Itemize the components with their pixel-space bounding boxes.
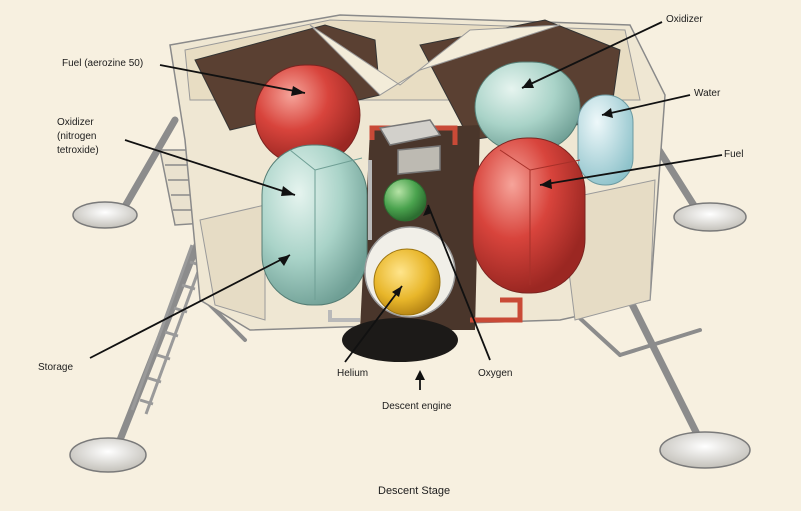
label-oxidizer-nitrogen-2: (nitrogen [57,131,96,143]
label-descent-engine: Descent engine [382,401,452,413]
oxidizer-tank-nitrogen [262,145,367,305]
fuel-tank-right [473,138,585,293]
label-helium: Helium [337,368,368,380]
label-oxidizer-nitrogen-3: tetroxide) [57,145,99,157]
label-storage: Storage [38,362,73,374]
descent-engine [342,318,458,362]
figure-caption: Descent Stage [378,485,450,497]
label-fuel-aerozine: Fuel (aerozine 50) [62,58,143,70]
label-oxidizer-nitrogen-1: Oxidizer [57,117,94,129]
label-oxygen: Oxygen [478,368,512,380]
label-water: Water [694,88,720,100]
label-oxidizer-top: Oxidizer [666,14,703,26]
oxygen-tank [384,179,426,221]
label-fuel-right: Fuel [724,149,743,161]
